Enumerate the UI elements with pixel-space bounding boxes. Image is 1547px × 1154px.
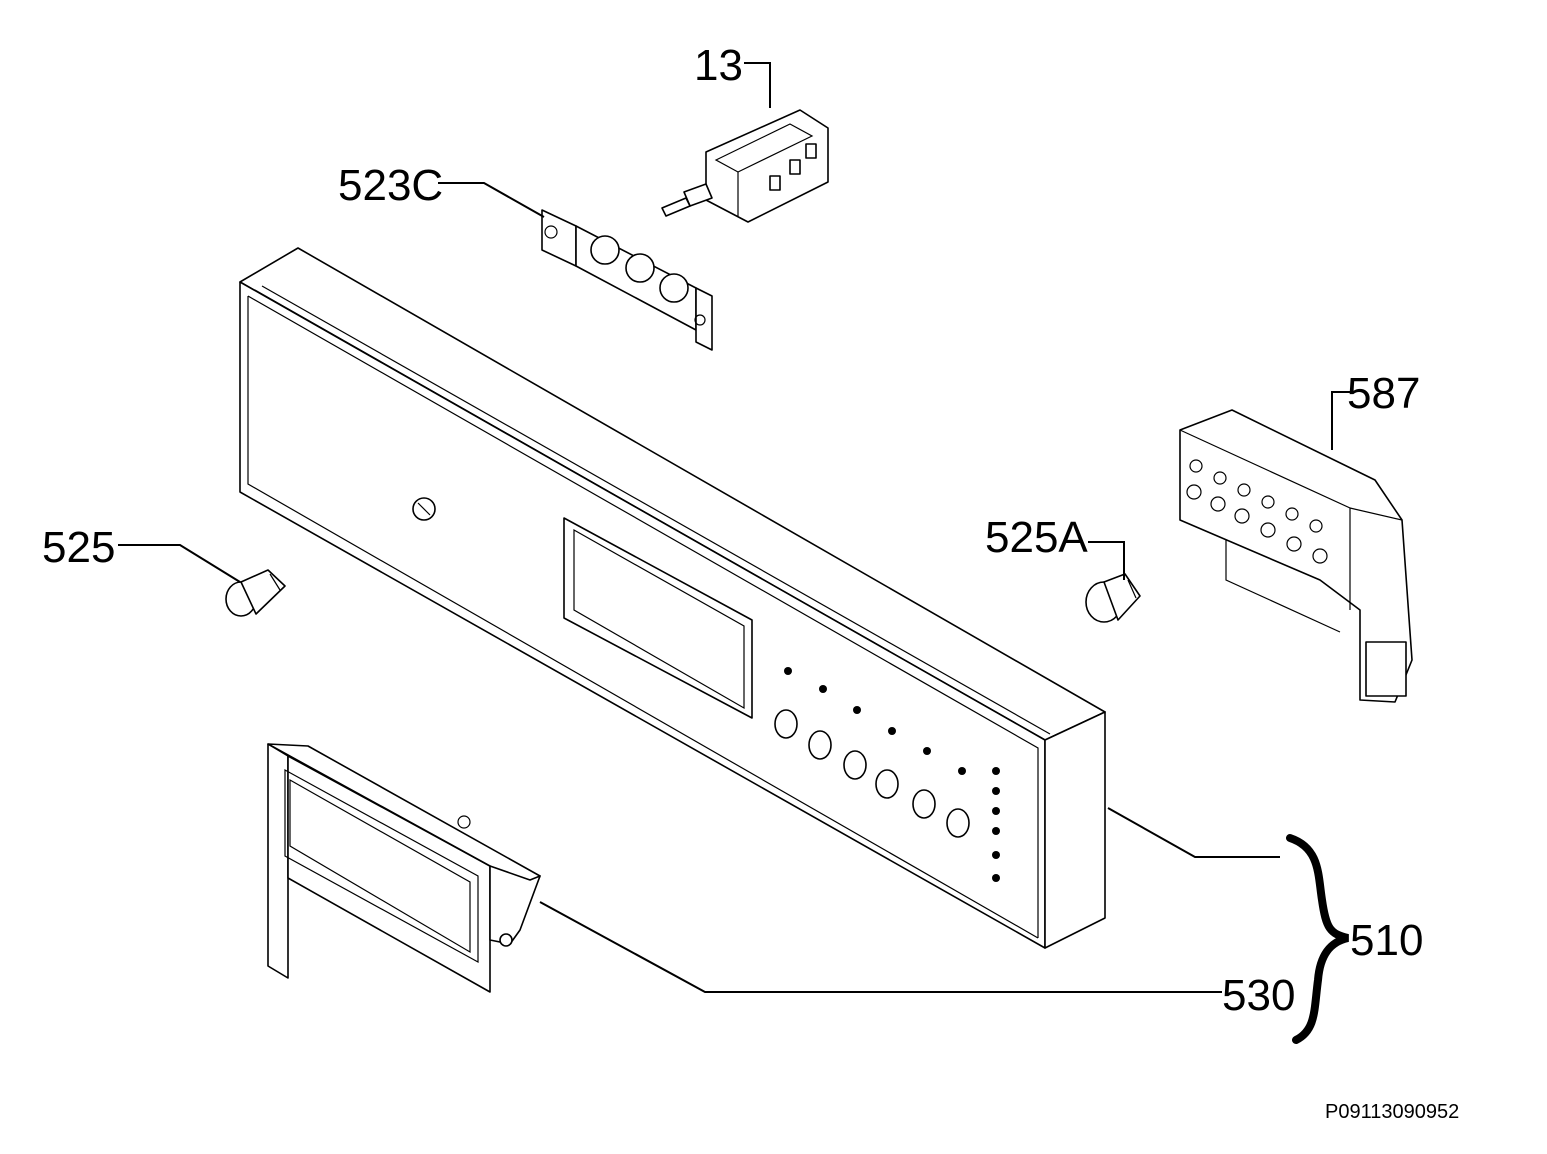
brace-510	[1286, 834, 1350, 1044]
callout-13: 13	[694, 41, 743, 90]
callout-525a: 525A	[985, 513, 1088, 562]
callout-523c: 523C	[338, 161, 443, 210]
callout-587: 587	[1347, 369, 1420, 418]
panel-buttons	[774, 709, 970, 838]
indicator-leds	[784, 667, 1000, 882]
part-587-electronic-module	[1179, 409, 1413, 703]
part-525a-knob	[1085, 573, 1141, 623]
part-13-main-switch	[661, 109, 829, 223]
diagram-code: P09113090952	[1325, 1101, 1459, 1123]
leader-lines	[118, 62, 1352, 993]
callout-530: 530	[1222, 971, 1295, 1020]
part-523c-bracket	[541, 209, 713, 351]
callout-525: 525	[42, 523, 115, 572]
part-525-knob	[225, 569, 286, 617]
part-530-handle	[267, 743, 541, 993]
callout-510: 510	[1350, 916, 1423, 965]
control-panel	[239, 247, 1106, 949]
